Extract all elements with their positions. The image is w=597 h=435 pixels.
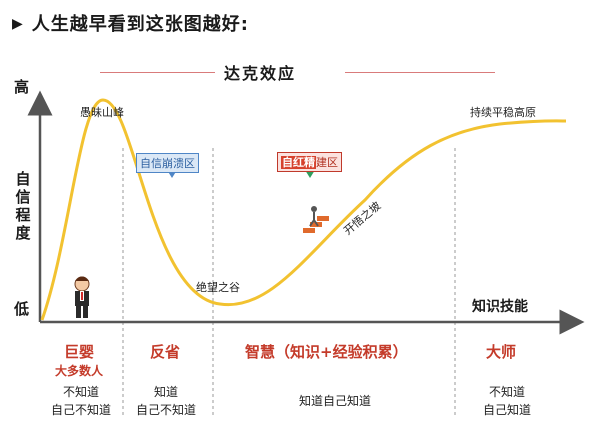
- rebuild-zone-text: 建区: [316, 156, 338, 169]
- stage-desc-line: 知道自己知道: [298, 394, 371, 408]
- stage-desc-line: 自己不知道: [135, 403, 196, 417]
- stage-desc-line: 自己知道: [482, 403, 531, 417]
- stage-name-reflect: 反省: [150, 343, 181, 361]
- chart-title: 达克效应: [224, 64, 297, 83]
- triangle-bullet-icon: ▶: [12, 16, 24, 32]
- stage-desc-wisdom: 知道自己知道: [285, 392, 385, 410]
- confidence-curve: [40, 98, 567, 321]
- stage-desc-line: 不知道: [488, 385, 525, 399]
- stage-desc-line: 不知道: [62, 385, 99, 399]
- stage-desc-reflect: 知道 自己不知道: [133, 383, 199, 419]
- rebuild-zone-highlight: 自红精: [281, 156, 316, 169]
- y-axis-label: 自信程度: [15, 170, 31, 242]
- y-axis-low-label: 低: [14, 300, 30, 318]
- stairs-icon: [303, 206, 329, 233]
- valley-annotation: 绝望之谷: [196, 281, 240, 294]
- stage-name-giant-baby: 巨婴: [64, 343, 95, 361]
- stage-desc-master: 不知道 自己知道: [474, 383, 540, 419]
- stage-name-wisdom: 智慧（知识+经验积累）: [245, 343, 408, 361]
- confidence-collapse-zone: 自信崩溃区: [136, 153, 199, 173]
- title-rule-right: [345, 72, 495, 73]
- title-rule-left: [100, 72, 215, 73]
- plateau-annotation: 持续平稳高原: [470, 106, 536, 119]
- stage-name-master: 大师: [486, 343, 517, 361]
- headline: ▶ 人生越早看到这张图越好:: [12, 10, 249, 36]
- stage-sub-majority: 大多数人: [55, 364, 104, 378]
- headline-text: 人生越早看到这张图越好:: [31, 14, 249, 35]
- peak-annotation: 愚昧山峰: [80, 106, 124, 119]
- stage-desc-giant-baby: 不知道 自己不知道: [48, 383, 114, 419]
- confidence-rebuild-zone: 自红精建区: [277, 152, 342, 172]
- x-axis-label: 知识技能: [472, 299, 528, 315]
- person-figure-icon: [74, 276, 90, 318]
- stage-desc-line: 知道: [153, 385, 178, 399]
- y-axis-high-label: 高: [14, 78, 30, 96]
- stage-desc-line: 自己不知道: [50, 403, 111, 417]
- rebuild-zone-marker: [305, 170, 315, 178]
